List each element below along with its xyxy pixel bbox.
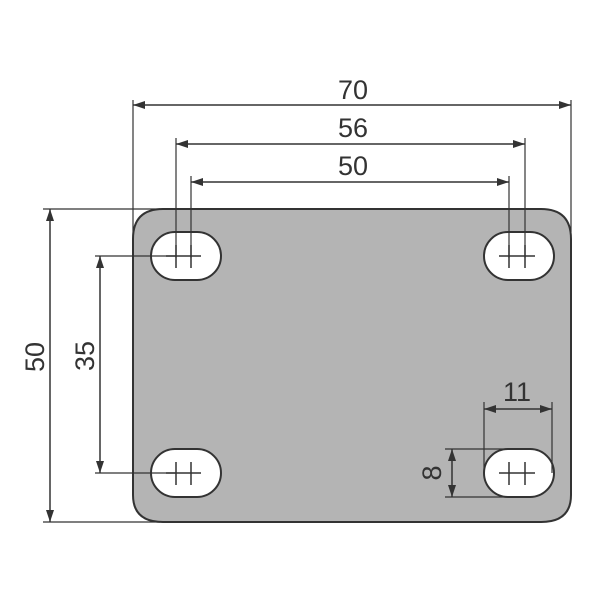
dimension-label-hole-span-outer: 56 bbox=[338, 113, 368, 143]
dimension-label-overall-width: 70 bbox=[338, 75, 368, 105]
dimension-hole-span-vertical: 35 bbox=[70, 255, 176, 474]
dimension-slot-width: 8 bbox=[417, 448, 510, 498]
hole-top-right bbox=[483, 231, 555, 281]
dimension-label-slot-width: 8 bbox=[417, 465, 447, 480]
dimension-slot-length: 11 bbox=[483, 377, 553, 473]
dimension-label-hole-span-inner: 50 bbox=[338, 151, 368, 181]
dimension-label-overall-height: 50 bbox=[20, 342, 50, 372]
dimension-overall-width: 70 bbox=[132, 75, 572, 240]
dimension-overall-height: 50 bbox=[20, 208, 160, 523]
dimension-label-hole-span-vertical: 35 bbox=[70, 341, 100, 371]
mounting-plate bbox=[132, 208, 572, 523]
hole-bottom-right bbox=[483, 448, 555, 498]
dimension-hole-span-outer: 56 bbox=[175, 113, 526, 258]
dimension-hole-span-inner: 50 bbox=[190, 151, 510, 258]
dimension-label-slot-length: 11 bbox=[503, 377, 531, 407]
